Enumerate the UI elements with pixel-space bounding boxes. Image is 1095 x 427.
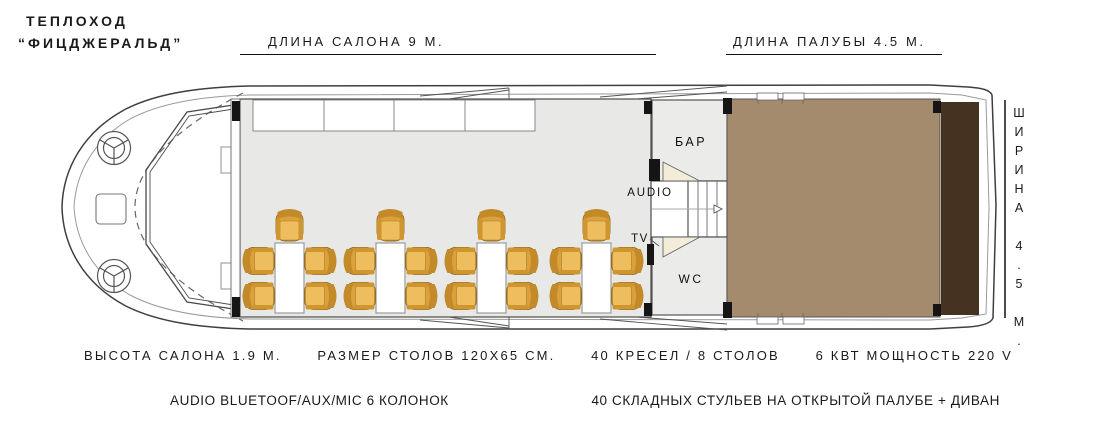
salon-length-dimension: ДЛИНА САЛОНА 9 М.: [240, 34, 656, 55]
bow-locker: [95, 193, 127, 225]
chair: [376, 208, 405, 242]
stern-sofa: [941, 102, 979, 315]
table: [476, 242, 507, 314]
spec-table-size: РАЗМЕР СТОЛОВ 120Х65 СМ.: [317, 348, 556, 363]
bar-door-swing: [662, 161, 701, 182]
chair: [242, 247, 275, 275]
bow-winch-bottom: [96, 258, 132, 294]
salon-cabinet-row: [252, 99, 536, 132]
open-deck: [726, 98, 941, 318]
spec-seats-tables: 40 КРЕСЕЛ / 8 СТОЛОВ: [591, 348, 780, 363]
wall-posts: [232, 98, 941, 318]
table: [375, 242, 406, 314]
chair: [343, 247, 376, 275]
bow-winch-top: [96, 130, 132, 166]
chair: [405, 247, 438, 275]
vessel-title: ТЕПЛОХОД “ФИЦДЖЕРАЛЬД”: [18, 11, 183, 54]
wc-door-swing: [662, 236, 701, 258]
chair: [611, 247, 644, 275]
audio-label: AUDIO: [627, 187, 672, 199]
tv-screen: [647, 244, 654, 265]
table: [581, 242, 612, 314]
audio-speaker: [649, 159, 660, 181]
chair: [549, 247, 582, 275]
specs-row-2: AUDIO BLUETOOF/AUX/MIC 6 КОЛОНОК 40 СКЛА…: [170, 393, 1000, 408]
specs-row-1: ВЫСОТА САЛОНА 1.9 М. РАЗМЕР СТОЛОВ 120Х6…: [84, 348, 1013, 363]
chair: [444, 282, 477, 310]
vessel-type-label: ТЕПЛОХОД: [26, 13, 128, 29]
chair: [506, 282, 539, 310]
chair: [582, 208, 611, 242]
chair: [304, 282, 337, 310]
chair: [405, 282, 438, 310]
tv-label: TV: [631, 233, 649, 245]
chair: [275, 208, 304, 242]
spec-audio-system: AUDIO BLUETOOF/AUX/MIC 6 КОЛОНОК: [170, 393, 449, 408]
salon-tables: [274, 242, 612, 314]
deck-edge-hatches: [756, 92, 805, 325]
tv-callout-line: [649, 238, 660, 247]
chair: [444, 247, 477, 275]
stairwell: [652, 180, 728, 238]
chair: [549, 282, 582, 310]
deck-length-dimension: ДЛИНА ПАЛУБЫ 4.5 М.: [726, 34, 942, 55]
spec-deck-chairs: 40 СКЛАДНЫХ СТУЛЬЕВ НА ОТКРЫТОЙ ПАЛУБЕ +…: [591, 393, 1000, 408]
chair: [242, 282, 275, 310]
spec-salon-height: ВЫСОТА САЛОНА 1.9 М.: [84, 348, 282, 363]
chair: [506, 247, 539, 275]
beam-dimension: ШИРИНА 4.5 М.: [1012, 106, 1026, 353]
wheelhouse-windshield: [145, 103, 241, 311]
bow-bulwark-dashed-line: [134, 92, 244, 322]
roof-structure-lines: [419, 85, 728, 331]
table: [274, 242, 305, 314]
salon-front-wall: [230, 98, 241, 318]
stair-direction-arrow: [713, 204, 724, 214]
chair: [477, 208, 506, 242]
bar-room-label: БАР: [675, 135, 707, 149]
chair: [611, 282, 644, 310]
vessel-name-label: “ФИЦДЖЕРАЛЬД”: [18, 34, 184, 51]
wc-room-label: WC: [679, 272, 704, 286]
chair: [304, 247, 337, 275]
spec-power: 6 КВТ МОЩНОСТЬ 220 V: [815, 348, 1013, 363]
chair: [343, 282, 376, 310]
